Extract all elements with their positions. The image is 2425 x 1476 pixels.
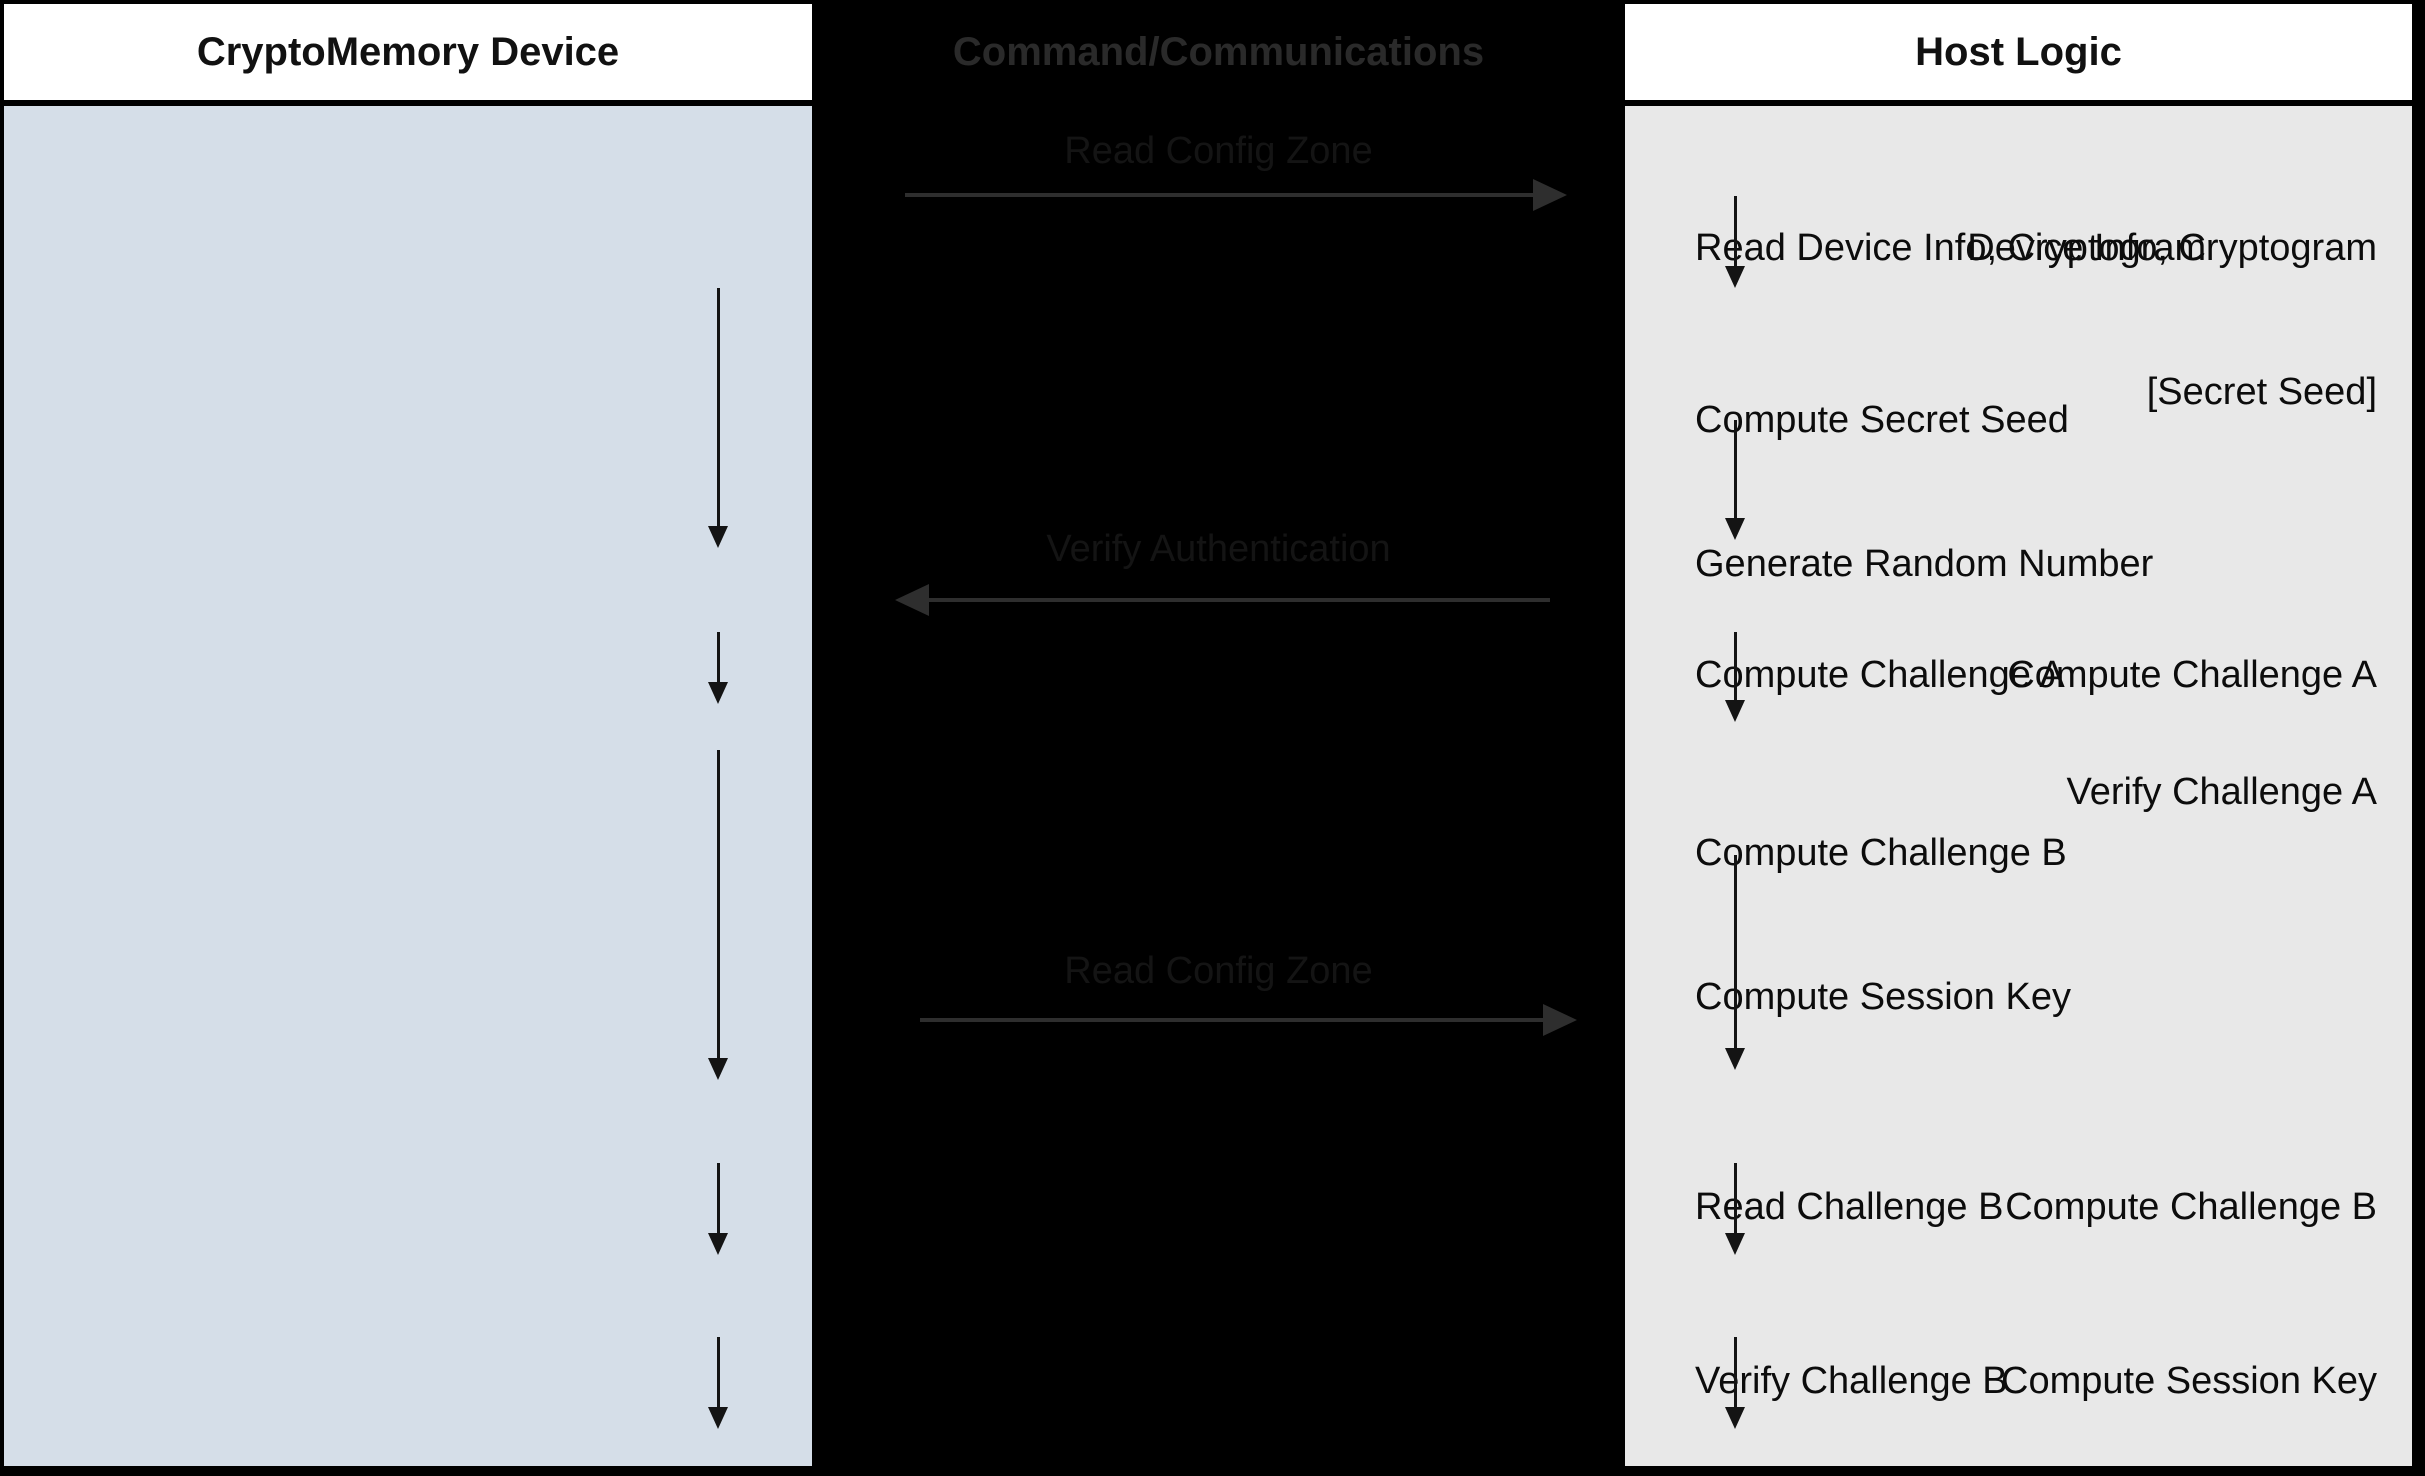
device-step-3-line-0: Compute Challenge B [2005, 1186, 2377, 1228]
host-connector-5 [1722, 1337, 1748, 1429]
host-step-0-line-0: Read Device Info, Cryptogram [1695, 227, 2207, 269]
comm-message-2-arrow-right-icon [920, 1000, 1580, 1040]
host-connector-0 [1722, 196, 1748, 288]
comm-message-1-arrow-left-icon [895, 580, 1550, 620]
device-column-header: CryptoMemory Device [4, 4, 812, 100]
device-step-0-line-0: Device Info, Cryptogram [1967, 227, 2377, 269]
host-connector-4 [1722, 1163, 1748, 1255]
comm-message-2-label: Read Config Zone [1064, 950, 1373, 992]
device-step-4-line-0: Compute Session Key [2001, 1360, 2377, 1402]
device-step-4: Compute Session Key [2001, 1261, 2377, 1476]
host-step-3-line-0: Compute Challenge B [1695, 832, 2067, 874]
host-connector-3 [1722, 855, 1748, 1070]
device-step-2-line-0: Verify Challenge A [2066, 771, 2377, 813]
host-step-6: Allow Access [1695, 1435, 1917, 1476]
host-step-4: Read Challenge B [1695, 1087, 2003, 1327]
comm-message-1-label: Verify Authentication [1046, 528, 1391, 570]
host-step-0: Read Device Info, Cryptogram [1695, 128, 2206, 368]
host-step-3: Compute Challenge B Compute Session Key [1695, 733, 2071, 1117]
communications-column-title: Command/Communications [952, 29, 1485, 74]
host-step-2-line-0: Compute Challenge A [1695, 654, 2065, 696]
device-step-1-line-0: Compute Challenge A [2007, 654, 2377, 696]
comm-message-0-label: Read Config Zone [1064, 130, 1373, 172]
device-step-1: Compute Challenge A [2007, 555, 2377, 795]
device-connector-2 [705, 750, 731, 1080]
host-step-3-line-1: Compute Session Key [1695, 976, 2071, 1018]
host-step-2: Compute Challenge A [1695, 555, 2065, 795]
communications-column-header: Command/Communications [812, 4, 1625, 100]
host-column-header: Host Logic [1625, 4, 2412, 100]
host-column-title: Host Logic [1915, 29, 2122, 74]
device-connector-3 [705, 1163, 731, 1255]
host-step-5-line-0: Verify Challenge B [1695, 1360, 2008, 1402]
communications-column [812, 0, 1625, 1476]
host-step-5: Verify Challenge B [1695, 1261, 2008, 1476]
device-step-0-line-1: [Secret Seed] [2146, 371, 2377, 413]
device-step-2: Verify Challenge A [2066, 672, 2377, 912]
device-step-3: Compute Challenge B [2005, 1087, 2377, 1327]
device-step-0: Device Info, Cryptogram [Secret Seed] [1967, 128, 2377, 512]
host-step-1-line-0: Compute Secret Seed [1695, 399, 2069, 441]
device-column-title: CryptoMemory Device [196, 29, 620, 74]
host-step-4-line-0: Read Challenge B [1695, 1186, 2004, 1228]
host-step-1-line-1: Generate Random Number [1695, 543, 2154, 585]
comm-message-0-arrow-right-icon [905, 175, 1570, 215]
host-column [1625, 106, 2412, 1466]
device-connector-0 [705, 288, 731, 548]
device-connector-1 [705, 632, 731, 704]
host-connector-1 [1722, 420, 1748, 540]
device-step-5: Allow Access [2155, 1435, 2377, 1476]
host-step-1: Compute Secret Seed Generate Random Numb… [1695, 300, 2153, 684]
device-connector-4 [705, 1337, 731, 1429]
host-connector-2 [1722, 632, 1748, 722]
device-column [4, 106, 812, 1466]
